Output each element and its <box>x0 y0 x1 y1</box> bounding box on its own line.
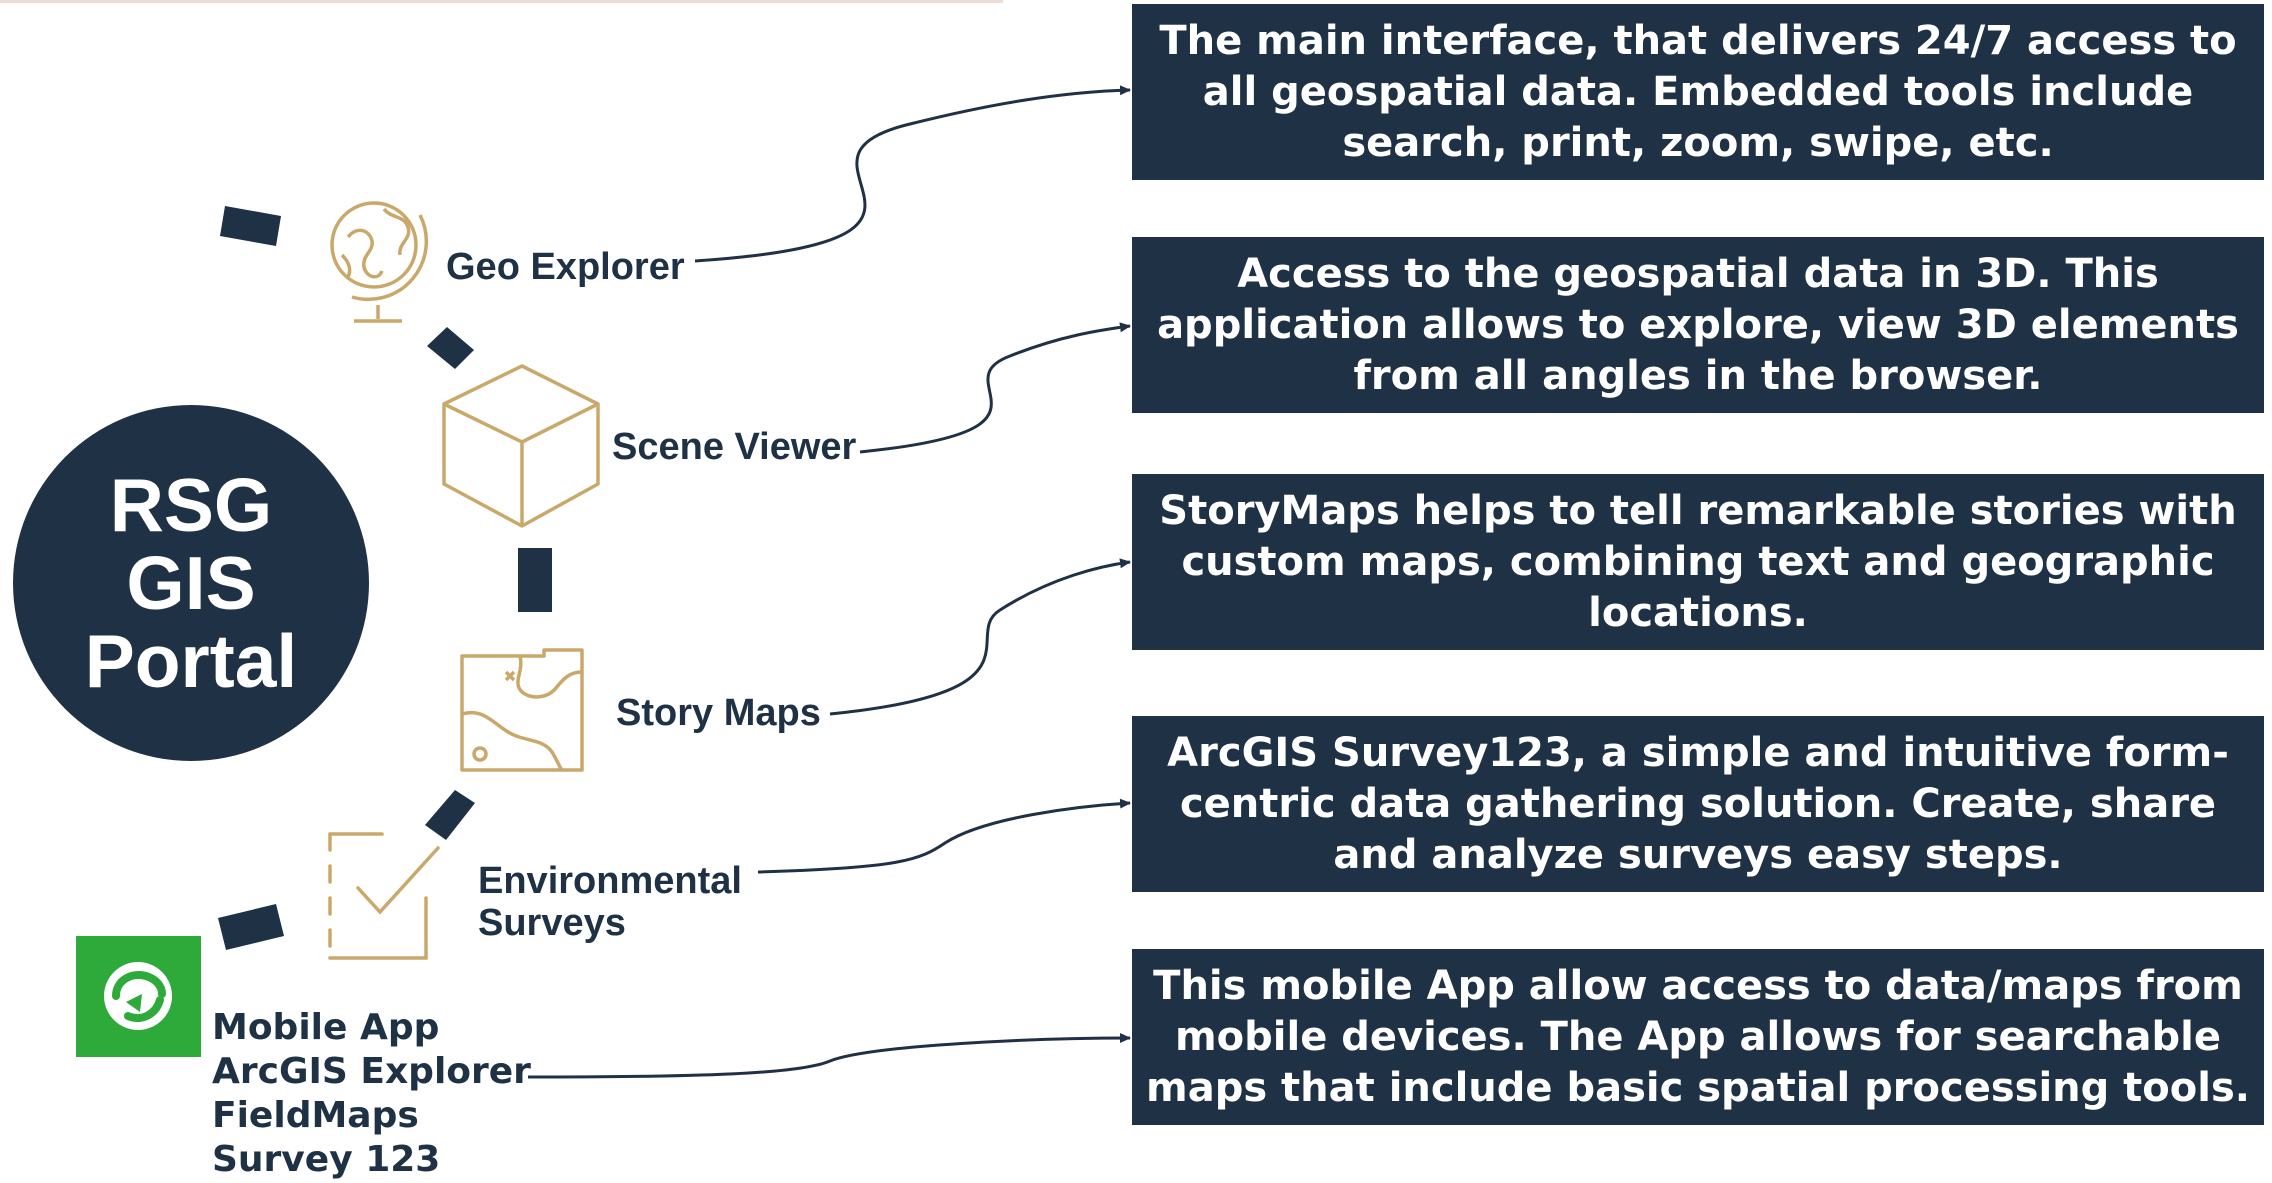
description-box-geo-explorer: The main interface, that delivers 24/7 a… <box>1132 4 2264 180</box>
hub-line: RSG <box>109 463 273 547</box>
connector-story-maps <box>829 558 1131 716</box>
app-label-line: Environmental <box>478 860 742 902</box>
description-box-env-surveys: ArcGIS Survey123, a simple and intuitive… <box>1132 716 2264 892</box>
app-label-geo-explorer[interactable]: Geo Explorer <box>446 246 685 288</box>
description-box-mobile-app: This mobile App allow access to data/map… <box>1132 949 2264 1125</box>
mobile-app-line[interactable]: ArcGIS Explorer <box>212 1051 531 1092</box>
arc-dash <box>425 790 475 840</box>
app-label-line: Surveys <box>478 902 626 944</box>
connector-env-surveys <box>757 798 1131 874</box>
arc-dash <box>518 548 552 612</box>
arc-dash <box>220 206 281 246</box>
description-box-scene-viewer: Access to the geospatial data in 3D. Thi… <box>1132 237 2264 413</box>
app-label-environmental-surveys[interactable]: Environmental Surveys <box>478 860 742 944</box>
connector-mobile-app <box>527 1033 1131 1079</box>
orbit-arc-dashes <box>218 206 552 950</box>
map-icon <box>460 648 584 772</box>
mobile-app-line[interactable]: FieldMaps <box>212 1095 419 1136</box>
mobile-app-list: Mobile App ArcGIS Explorer FieldMaps Sur… <box>212 1006 531 1182</box>
hub-line: GIS <box>126 541 256 625</box>
top-accent-line <box>0 0 1003 3</box>
connector-geo-explorer <box>694 85 1131 263</box>
arc-dash <box>218 904 284 950</box>
cube-icon <box>442 364 600 528</box>
app-label-scene-viewer[interactable]: Scene Viewer <box>612 426 857 468</box>
checklist-icon <box>328 832 440 960</box>
description-box-story-maps: StoryMaps helps to tell remarkable stori… <box>1132 474 2264 650</box>
hub-line: Portal <box>84 619 298 703</box>
rsg-gis-portal-hub: RSG GIS Portal <box>13 405 369 761</box>
mobile-app-line[interactable]: Survey 123 <box>212 1139 441 1180</box>
connectors <box>527 85 1131 1079</box>
mobile-app-line: Mobile App <box>212 1007 440 1048</box>
globe-icon <box>330 201 429 323</box>
connector-scene-viewer <box>859 322 1131 454</box>
arcgis-explorer-app-icon[interactable] <box>76 936 201 1057</box>
arc-dash <box>427 327 474 369</box>
app-label-story-maps[interactable]: Story Maps <box>616 692 821 734</box>
